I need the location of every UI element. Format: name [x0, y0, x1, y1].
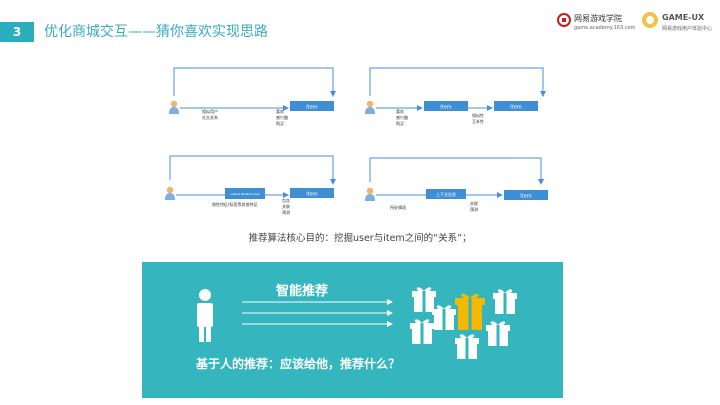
diagram-latent-relationship: Latent Relationship 隐性特征/标签等其他特征 包含 关联 预…	[165, 155, 336, 215]
d1-label-right-2: 购买	[276, 120, 284, 126]
slide-header: 3 优化商城交互——猜你喜欢实现思路 网易游戏学院 game.academy.1…	[0, 0, 720, 60]
d3-label-right-2: 预测	[282, 209, 290, 215]
gameux-logo: GAME-UX 网易游戏用户体验中心	[640, 10, 714, 40]
d2-label-right-1: 互补性	[472, 118, 484, 124]
panel-subtitle: 基于人的推荐：应该给他，推荐什么？	[196, 357, 401, 371]
d1-item: Item	[306, 105, 318, 111]
d3-item: Item	[306, 192, 318, 198]
recommendation-diagrams: 相似用户 社交关系 喜欢 感兴趣 购买 Item 喜欢 感兴趣 购买 相似性 互…	[165, 67, 548, 215]
diagram-item-based: 喜欢 感兴趣 购买 相似性 互补性 Item Item	[365, 67, 546, 126]
diagram-caption: 推荐算法核心目的：挖掘user与item之间的“关系”；	[248, 233, 472, 244]
person-icon	[197, 289, 213, 342]
d3-label-left-0: 隐性特征/标签等其他特征	[212, 201, 257, 207]
gift-icon	[493, 289, 517, 314]
item-box	[424, 101, 468, 111]
smart-recommendation-panel	[142, 262, 563, 398]
item-box	[504, 190, 548, 200]
d2-label-left-2: 购买	[396, 120, 404, 126]
d3-box-label: Latent Relationship	[231, 192, 260, 196]
user-icon	[365, 100, 375, 114]
d1-label-left-1: 社交关系	[202, 114, 218, 120]
d4-label-left-0: 所处情境	[390, 204, 406, 210]
item-box	[290, 101, 334, 111]
d1-label-right-0: 喜欢	[276, 108, 284, 114]
d4-box-label: 上下文信息	[436, 191, 456, 197]
gift-icon	[412, 287, 436, 312]
diagram-user-based: 相似用户 社交关系 喜欢 感兴趣 购买 Item	[169, 67, 336, 126]
gift-icon	[455, 334, 479, 359]
d3-label-right-1: 关联	[282, 203, 290, 209]
recommendation-arrows	[242, 299, 393, 327]
gameux-logo-icon	[642, 12, 658, 28]
user-icon	[165, 186, 175, 200]
d2-item-left: Item	[440, 105, 452, 111]
d2-item-right: Item	[510, 105, 522, 111]
gameux-logo-name: GAME-UX	[662, 13, 705, 22]
gameux-logo-subtitle: 网易游戏用户体验中心	[662, 26, 713, 32]
d2-label-left-0: 喜欢	[396, 108, 404, 114]
d2-label-right-0: 相似性	[472, 112, 484, 118]
netease-logo: 网易游戏学院 game.academy.163.com	[556, 10, 636, 40]
netease-logo-icon	[557, 13, 571, 27]
user-icon	[365, 187, 375, 201]
gift-icon	[432, 305, 456, 330]
panel-title: 智能推荐	[276, 284, 329, 299]
netease-logo-url: game.academy.163.com	[574, 25, 636, 31]
slide-number: 3	[0, 22, 34, 42]
netease-logo-name: 网易游戏学院	[574, 14, 622, 23]
item-box	[494, 101, 538, 111]
d1-label-left-0: 相似用户	[202, 108, 218, 114]
d4-label-right-1: 预测	[470, 206, 478, 212]
diagram-context: 上下文信息 所处情境 关联 预测 Item	[365, 157, 548, 212]
context-box	[426, 189, 466, 199]
item-box	[290, 188, 334, 198]
gift-icon-highlight	[455, 293, 485, 330]
user-icon	[169, 100, 179, 114]
d3-label-right-0: 包含	[282, 197, 290, 203]
gift-icon	[486, 321, 510, 346]
d4-item: Item	[520, 194, 532, 200]
d4-label-right-0: 关联	[470, 200, 478, 206]
latent-box	[225, 188, 265, 199]
gift-icon	[410, 319, 434, 344]
slide-title: 优化商城交互——猜你喜欢实现思路	[44, 24, 268, 40]
d1-label-right-1: 感兴趣	[276, 114, 288, 120]
d2-label-left-1: 感兴趣	[396, 114, 408, 120]
